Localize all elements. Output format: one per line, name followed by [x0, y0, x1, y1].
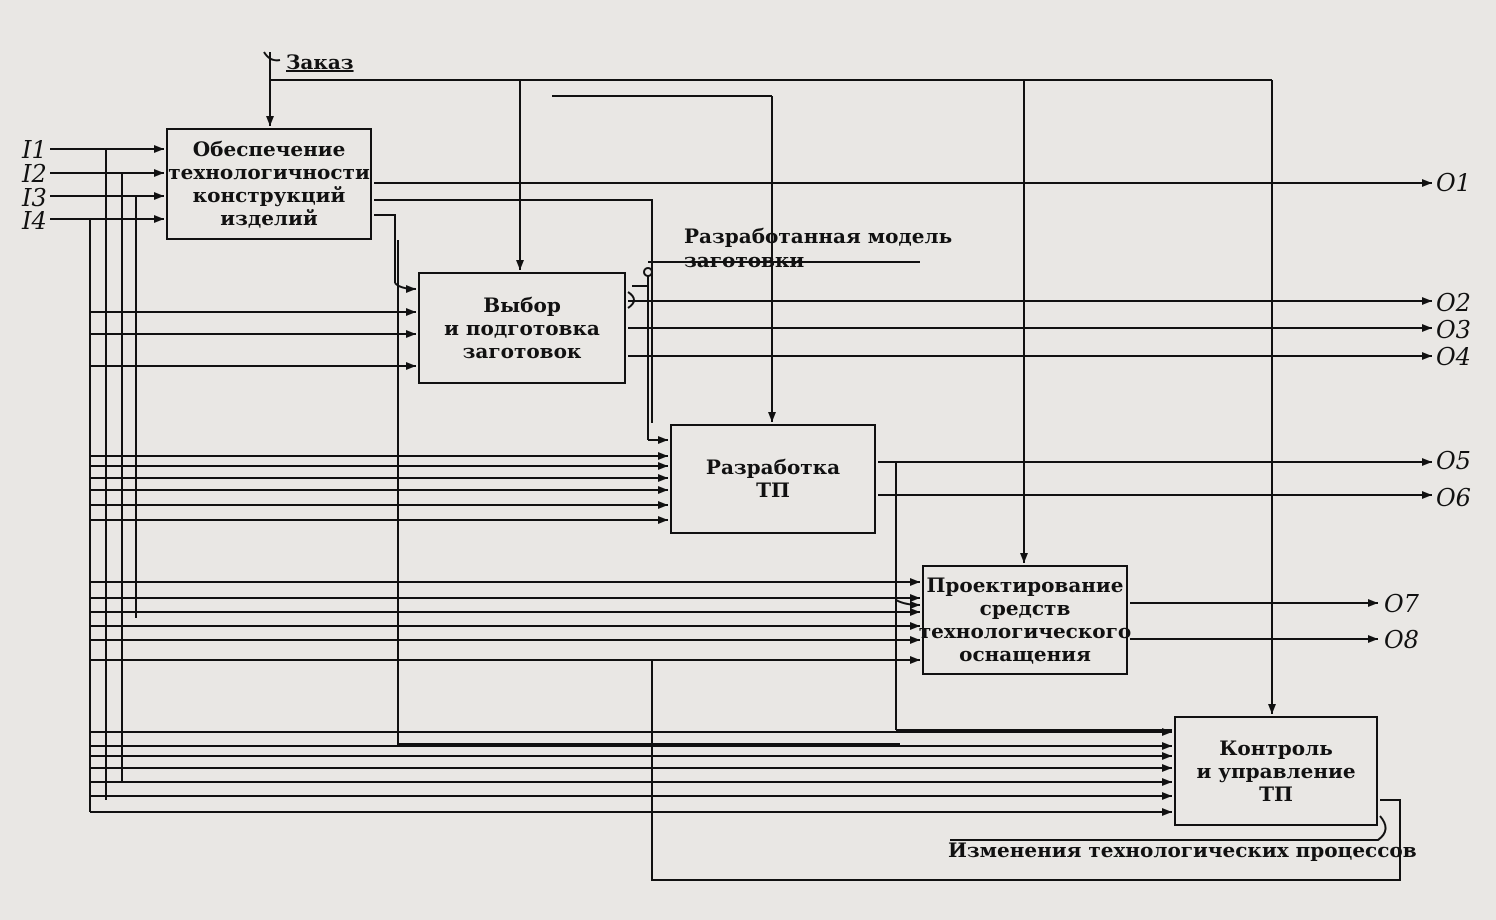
block-2-line-2: и подготовка [444, 315, 600, 340]
block-5-line-3: ТП [1259, 781, 1293, 806]
label-blank-model-line-2: заготовки [684, 248, 805, 272]
line-connector [263, 51, 281, 62]
label-blank-model-line-1: Разработанная модель [684, 224, 953, 248]
input-label-i2: I2 [22, 160, 47, 188]
line-connector [950, 815, 1387, 841]
input-label-i3: I3 [22, 184, 47, 212]
line-connector [627, 291, 635, 309]
block-1-line-1: Обеспечение [192, 137, 346, 161]
output-label-o4: O4 [1436, 343, 1471, 371]
block-5-line-2: и управление [1196, 758, 1356, 783]
block-4-line-1: Проектирование [926, 573, 1124, 597]
block-tooling-design: Проектирование средств технологического … [918, 565, 1132, 675]
output-label-o3: O3 [1436, 316, 1471, 344]
block-1-line-2: технологичности [168, 160, 370, 184]
line-connector [374, 214, 396, 283]
block-4-line-4: оснащения [959, 642, 1091, 666]
line-connector [651, 660, 1401, 881]
block-3-line-1: Разработка [705, 455, 841, 479]
output-label-o2: O2 [1436, 289, 1471, 317]
output-label-o8: O8 [1384, 626, 1419, 654]
input-label-i1: I1 [22, 136, 47, 164]
label-order: Заказ [286, 50, 354, 74]
block-4-line-2: средств [979, 596, 1071, 620]
label-process-changes: Изменения технологических процессов [948, 838, 1417, 862]
block-2-line-3: заготовок [462, 338, 582, 363]
block-2-line-1: Выбор [483, 292, 561, 317]
line-connector [374, 199, 653, 423]
input-label-i4: I4 [22, 207, 47, 235]
arrow-connector [394, 282, 417, 293]
block-4-line-3: технологического [918, 619, 1132, 643]
output-label-o6: O6 [1436, 484, 1471, 512]
block-1-line-3: конструкций [192, 183, 346, 207]
output-label-o5: O5 [1436, 447, 1471, 475]
arrow-connector [895, 599, 921, 609]
block-blank-selection: Выбор и подготовка заготовок [418, 272, 626, 384]
block-process-control: Контроль и управление ТП [1174, 716, 1378, 826]
junction-dot [643, 267, 653, 277]
block-product-manufacturability: Обеспечение технологичности конструкций … [166, 128, 372, 240]
block-process-development: Разработка ТП [670, 424, 876, 534]
block-1-line-4: изделий [220, 206, 318, 230]
output-label-o7: O7 [1384, 590, 1419, 618]
output-label-o1: O1 [1436, 169, 1471, 197]
block-5-line-1: Контроль [1219, 735, 1333, 760]
block-3-line-2: ТП [756, 478, 790, 502]
line-connector [397, 240, 900, 745]
